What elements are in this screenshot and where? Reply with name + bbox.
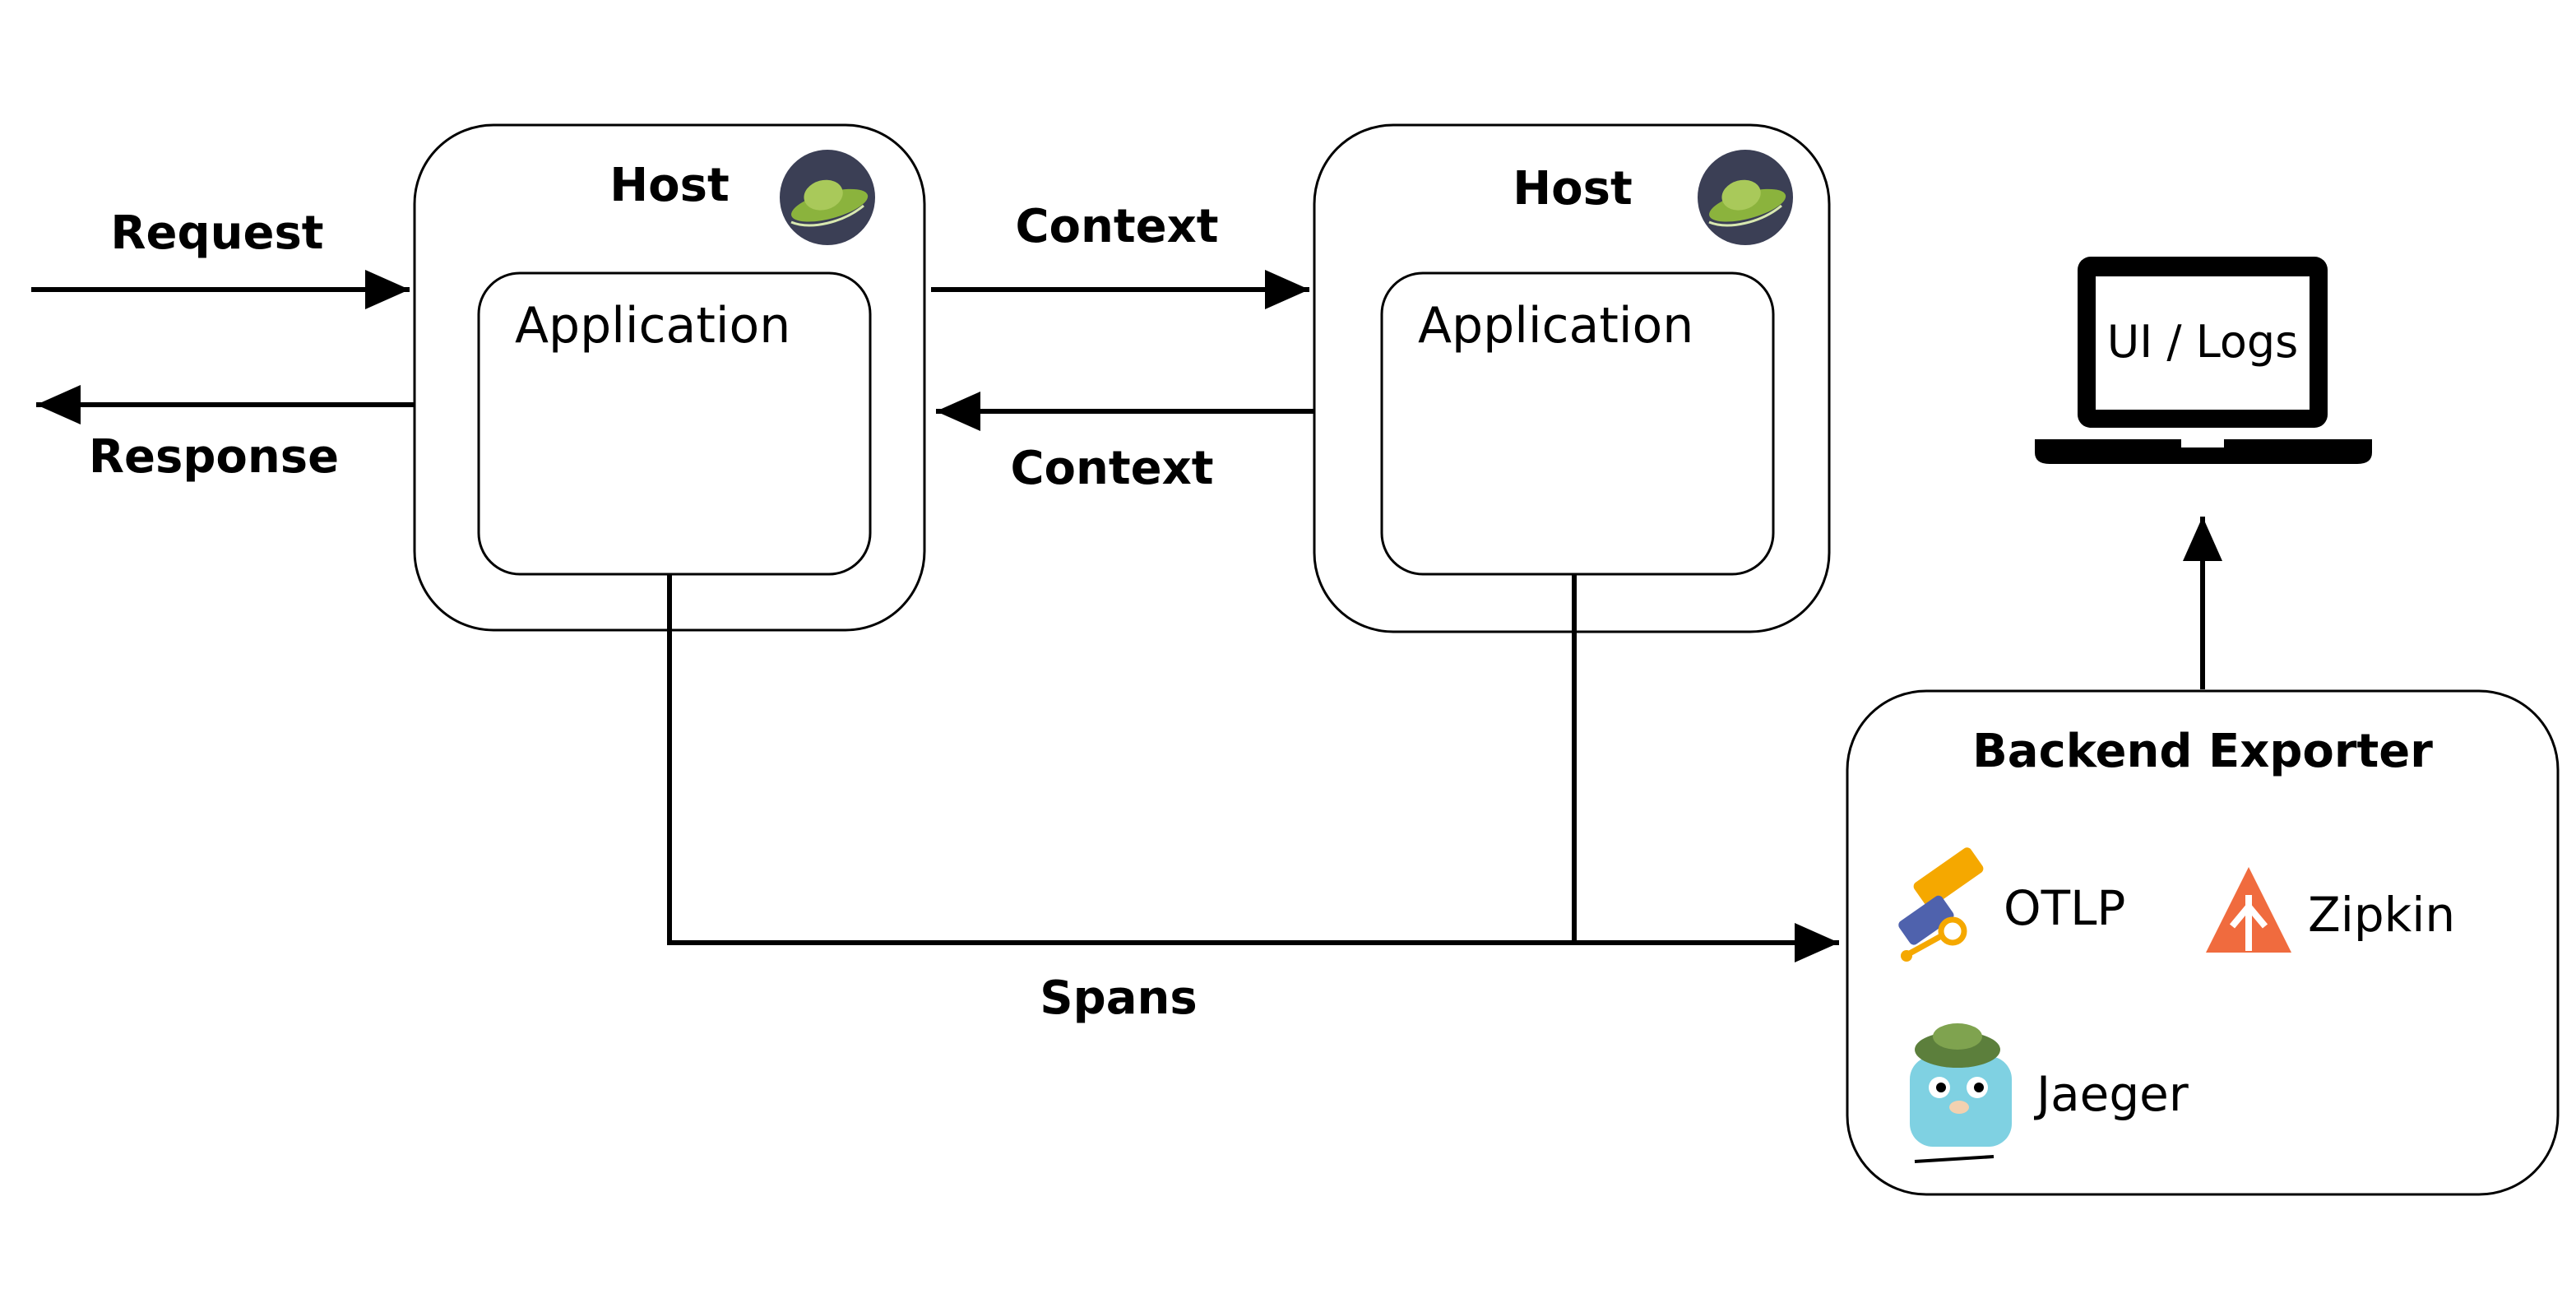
application-box-1 [477,271,872,576]
ui-logs-label: UI / Logs [2107,316,2299,368]
ufo-logo-icon [780,150,875,245]
host-box-2: Host Application [1313,123,1831,633]
application-label-1: Application [515,297,790,355]
ufo-logo-icon [1698,150,1793,245]
application-label-2: Application [1418,297,1693,355]
host-title-1: Host [609,159,729,212]
context-forward-label: Context [1015,200,1218,253]
backend-exporter-box: Backend Exporter OTLP Zipkin [1846,689,2560,1196]
laptop-icon [2035,257,2372,464]
request-label: Request [110,206,323,260]
spans-connector [667,574,1839,962]
zipkin-icon [2206,867,2291,953]
otlp-telescope-icon [1898,847,1984,962]
host-title-2: Host [1513,162,1632,216]
context-back-label: Context [1010,442,1213,495]
exporter-label-jaeger: Jaeger [2034,1066,2189,1122]
response-label: Response [89,430,339,484]
exporter-label-zipkin: Zipkin [2308,887,2455,943]
backend-title: Backend Exporter [1972,725,2433,778]
spans-label: Spans [1040,971,1197,1025]
application-box-2 [1380,271,1775,576]
jaeger-gopher-icon [1910,1023,2012,1163]
host-box-1: Host Application [413,123,926,632]
exporter-label-otlp: OTLP [2004,880,2125,936]
